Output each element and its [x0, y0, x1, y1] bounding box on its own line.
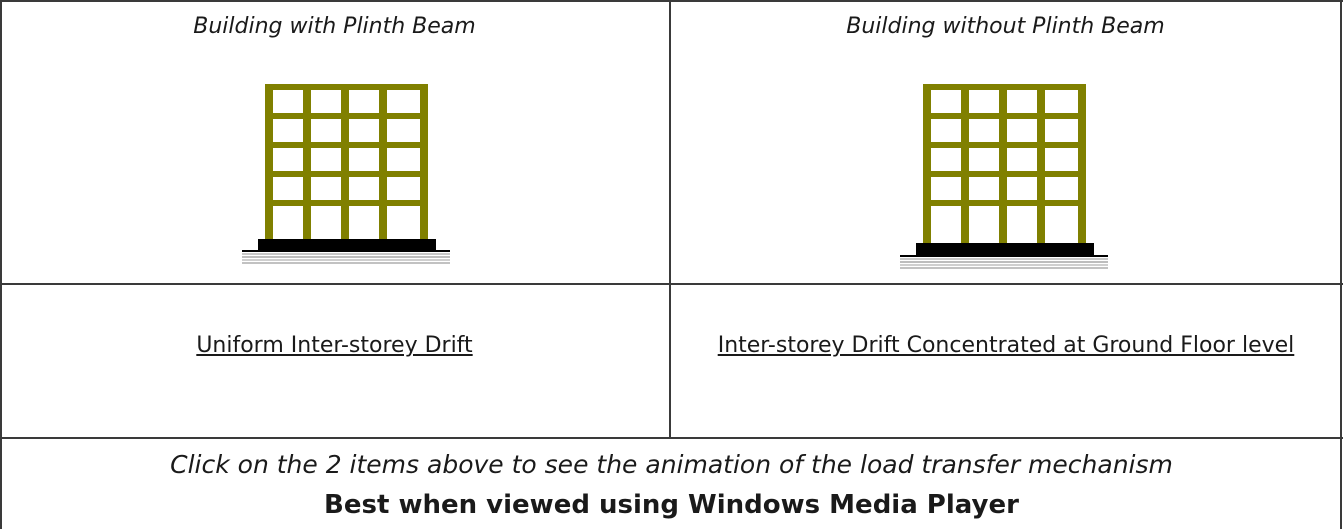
building-without-plinth-beam-figure	[900, 84, 1108, 269]
ground-hatch	[900, 258, 1108, 269]
column-divider	[669, 0, 671, 438]
foundation-strip	[916, 243, 1094, 255]
row-divider-1	[0, 283, 1343, 285]
frame-with-plinth	[265, 84, 428, 244]
ground-line	[900, 255, 1108, 257]
border-left	[0, 0, 2, 529]
building-with-plinth-beam-figure	[242, 84, 450, 264]
right-cell-title: Building without Plinth Beam	[846, 14, 1165, 39]
footer-instruction: Click on the 2 items above to see the an…	[170, 450, 1173, 479]
uniform-drift-link[interactable]: Uniform Inter-storey Drift	[196, 333, 473, 358]
border-right	[1340, 0, 1342, 529]
border-top	[0, 0, 1343, 2]
concentrated-drift-link[interactable]: Inter-storey Drift Concentrated at Groun…	[717, 333, 1295, 358]
footer-note: Best when viewed using Windows Media Pla…	[324, 490, 1019, 520]
left-cell-title: Building with Plinth Beam	[193, 14, 476, 39]
frame-without-plinth	[923, 84, 1086, 244]
plinth-beam	[258, 239, 436, 251]
ground-hatch	[242, 253, 450, 264]
row-divider-2	[0, 437, 1343, 439]
ground-line	[242, 250, 450, 252]
